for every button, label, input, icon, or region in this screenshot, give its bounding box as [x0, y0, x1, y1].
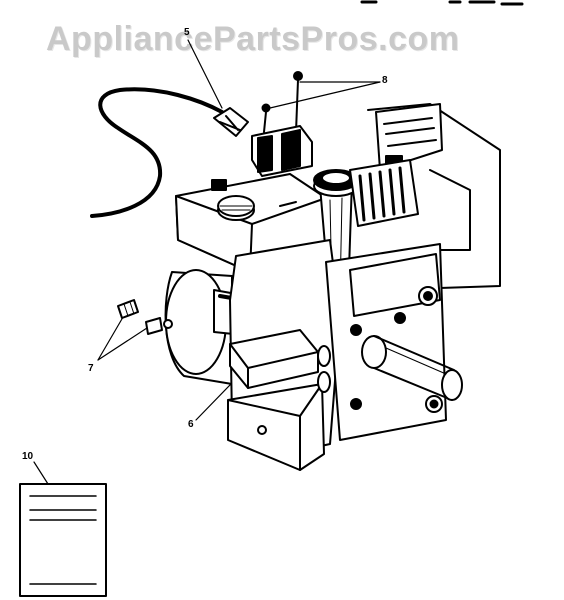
cooling-fins	[349, 159, 419, 227]
scan-edge-mark	[360, 0, 524, 6]
screw-8-b	[261, 103, 271, 133]
callout-6: 6	[188, 419, 194, 430]
callout-7: 7	[88, 363, 94, 374]
output-shaft	[361, 335, 463, 401]
leader-5	[187, 39, 223, 109]
starter-switch-box	[251, 125, 313, 177]
leader-7b	[97, 325, 151, 361]
mounting-bracket	[229, 329, 331, 393]
leader-7a	[97, 311, 127, 361]
watermark-logo: AppliancePartsPros.com	[46, 20, 460, 58]
callout-5: 5	[184, 27, 190, 38]
owners-manual	[19, 483, 107, 597]
screw-7-a	[117, 299, 139, 319]
callout-8: 8	[382, 75, 388, 86]
leader-10	[33, 461, 49, 485]
power-cord	[90, 87, 224, 218]
screw-7-b	[145, 317, 173, 335]
callout-10: 10	[22, 451, 34, 462]
mounting-base	[227, 383, 325, 471]
cord-plug	[213, 107, 249, 137]
leader-8b	[269, 81, 381, 109]
screw-8-a	[293, 71, 303, 133]
